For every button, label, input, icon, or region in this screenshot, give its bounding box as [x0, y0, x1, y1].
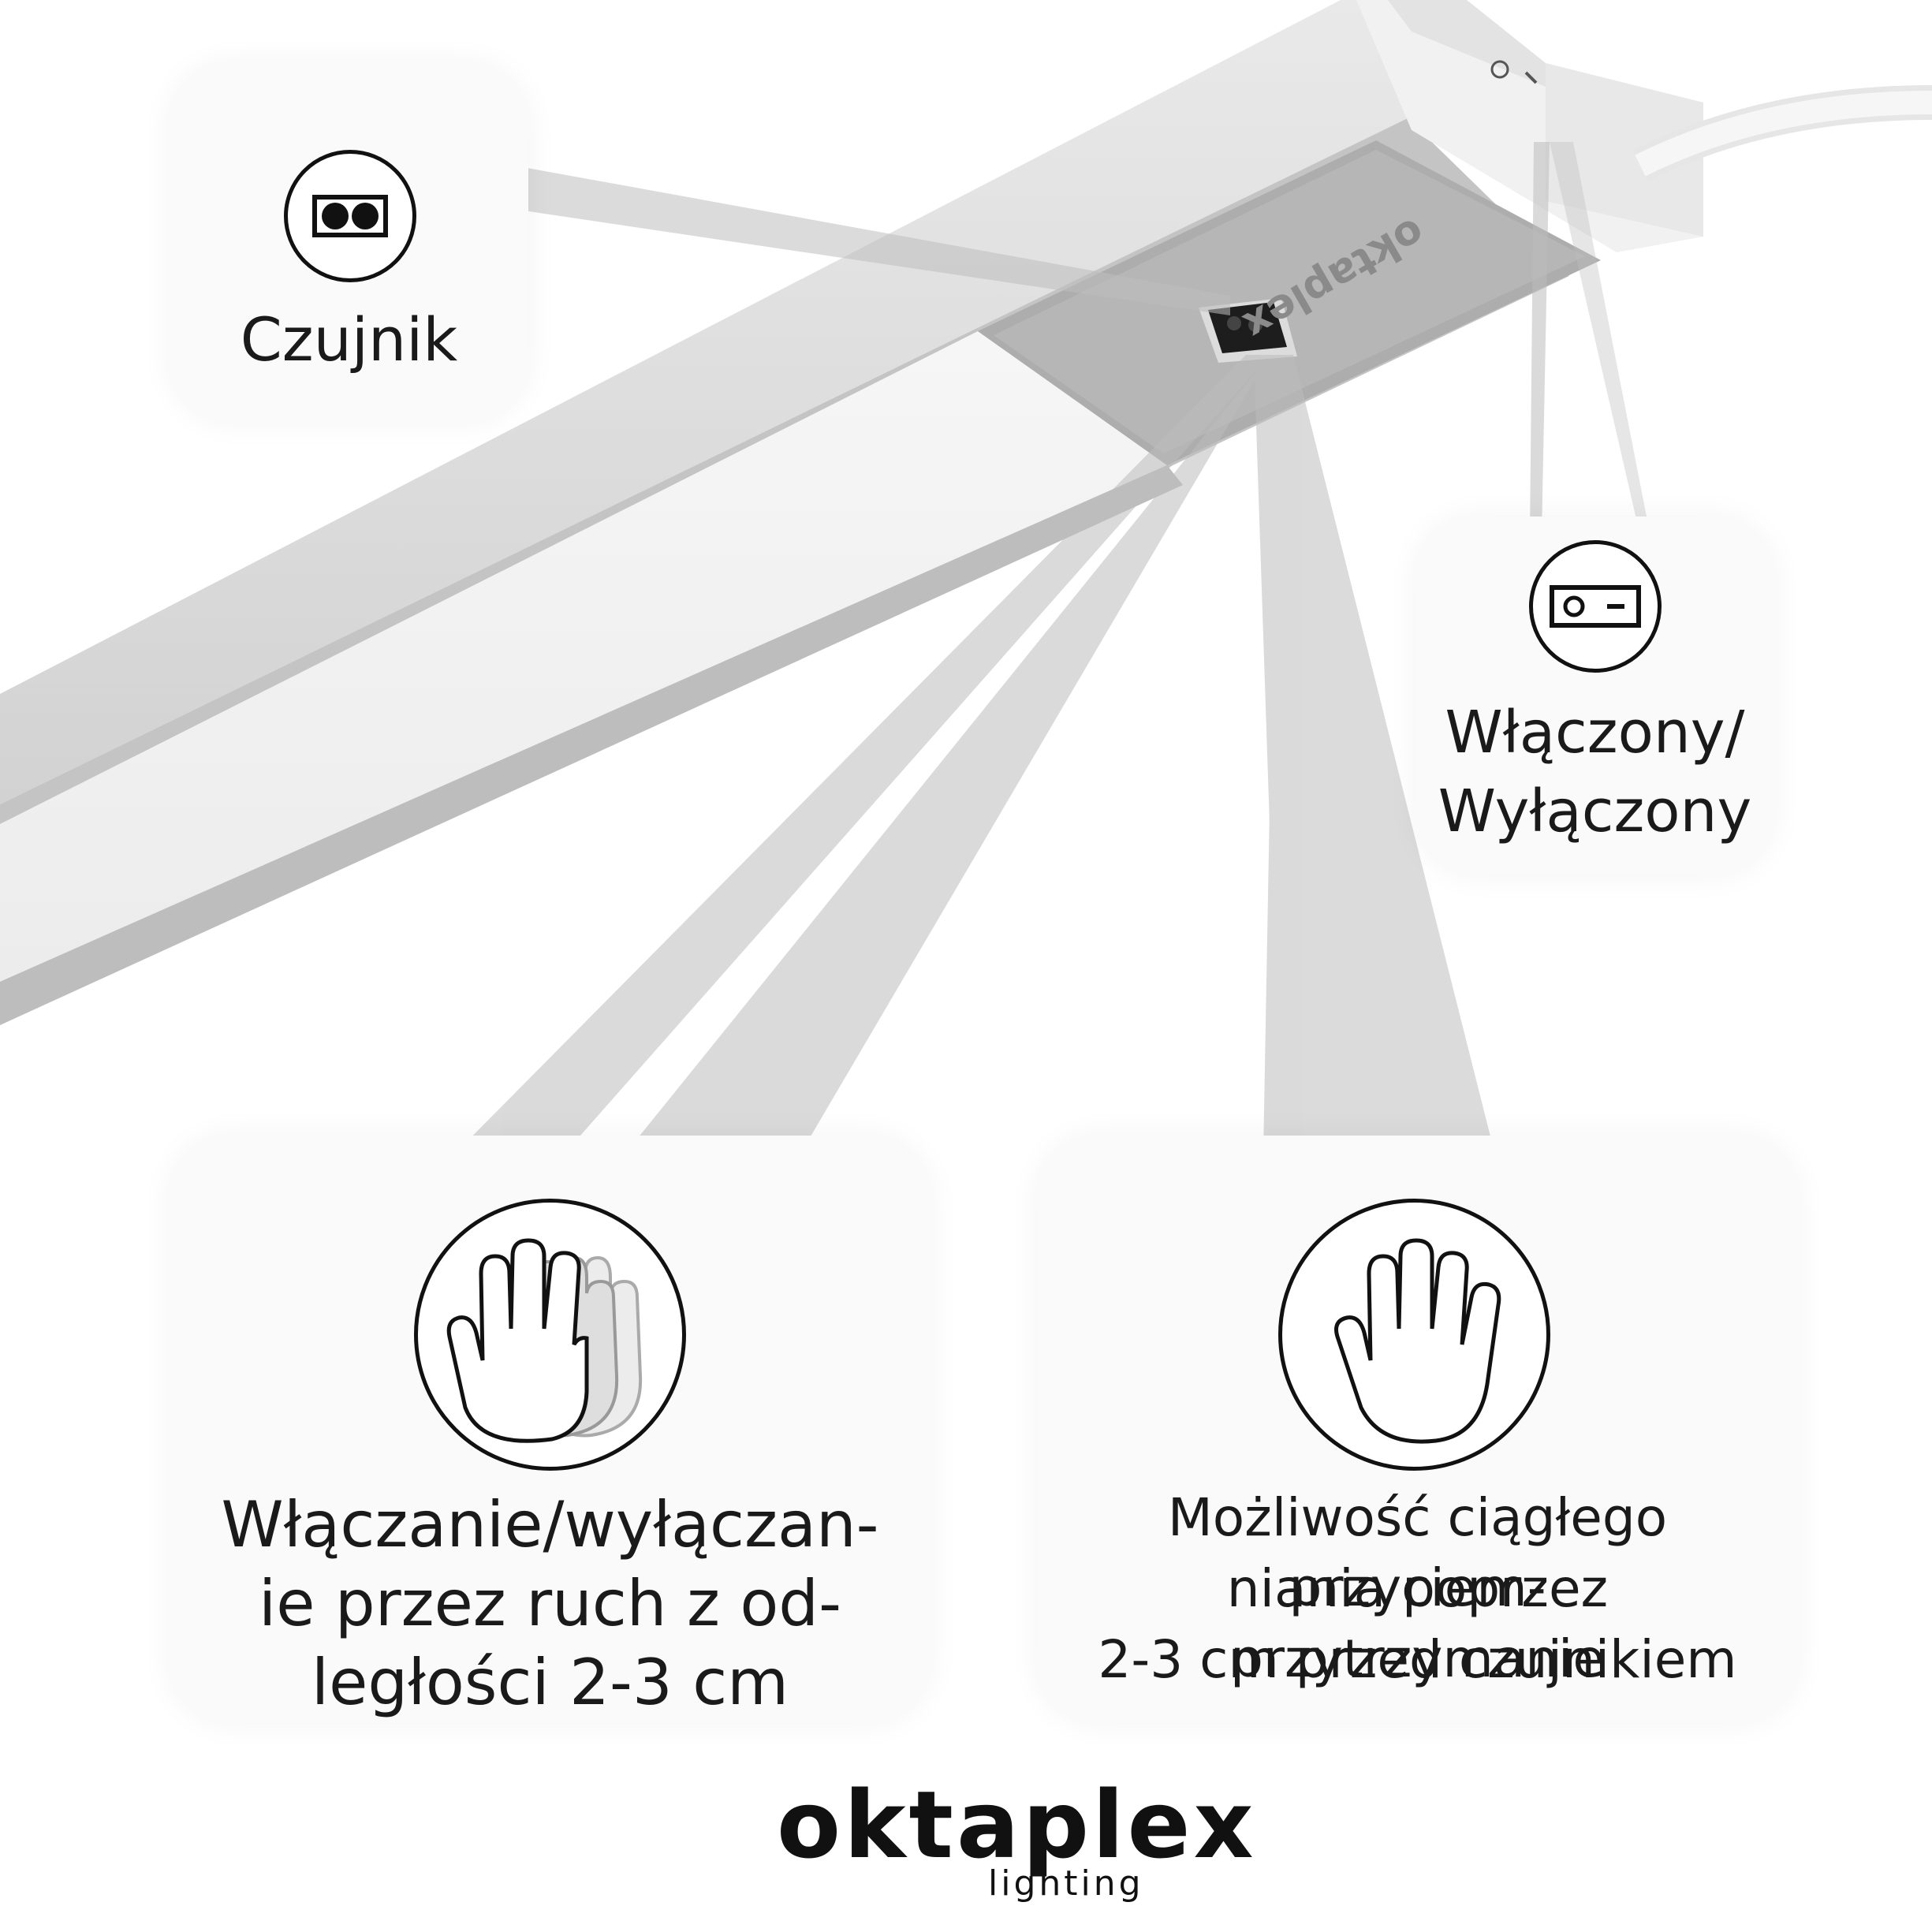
brand-subtitle: lighting	[988, 1863, 1144, 1904]
sensor-label: Czujnik	[240, 304, 458, 375]
dimming-label-line2: niania poprzez przytrzymanie	[1226, 1558, 1609, 1690]
switch-label-line2: Wyłączony	[1438, 778, 1752, 845]
sensor-icon	[284, 150, 416, 282]
projection-beams	[406, 142, 1648, 1348]
motion-card: Włączanie/wyłączan- ie przez ruch z od- …	[170, 1136, 931, 1723]
dimming-label-line3: 2-3 cm przed czujnikiem	[1098, 1629, 1737, 1690]
switch-card: Włączony/ Wyłączony	[1415, 517, 1774, 875]
motion-label-line3: ległości 2-3 cm	[311, 1646, 789, 1719]
dimming-card: Możliwość ciągłego przyciem- niania popr…	[1037, 1136, 1798, 1723]
raised-hand-icon	[1278, 1199, 1550, 1471]
dimming-label-line1: Możliwość ciągłego przyciem-	[1167, 1487, 1668, 1619]
switch-label-line1: Włączony/	[1445, 699, 1745, 766]
motion-label-line1: Włączanie/wyłączan-	[221, 1488, 879, 1561]
switch-icon	[1529, 540, 1662, 673]
switch-o-mark	[1490, 60, 1509, 79]
brand-logo: oktaplex lighting	[777, 1778, 1254, 1904]
sensor-card: Czujnik	[170, 63, 528, 422]
motion-label-line2: ie przez ruch z od-	[259, 1567, 841, 1640]
switch-i-mark	[1524, 71, 1538, 84]
led-bar: oktaplex	[0, 0, 1703, 1025]
waving-hand-icon	[414, 1199, 686, 1471]
brand-name: oktaplex	[777, 1770, 1257, 1879]
